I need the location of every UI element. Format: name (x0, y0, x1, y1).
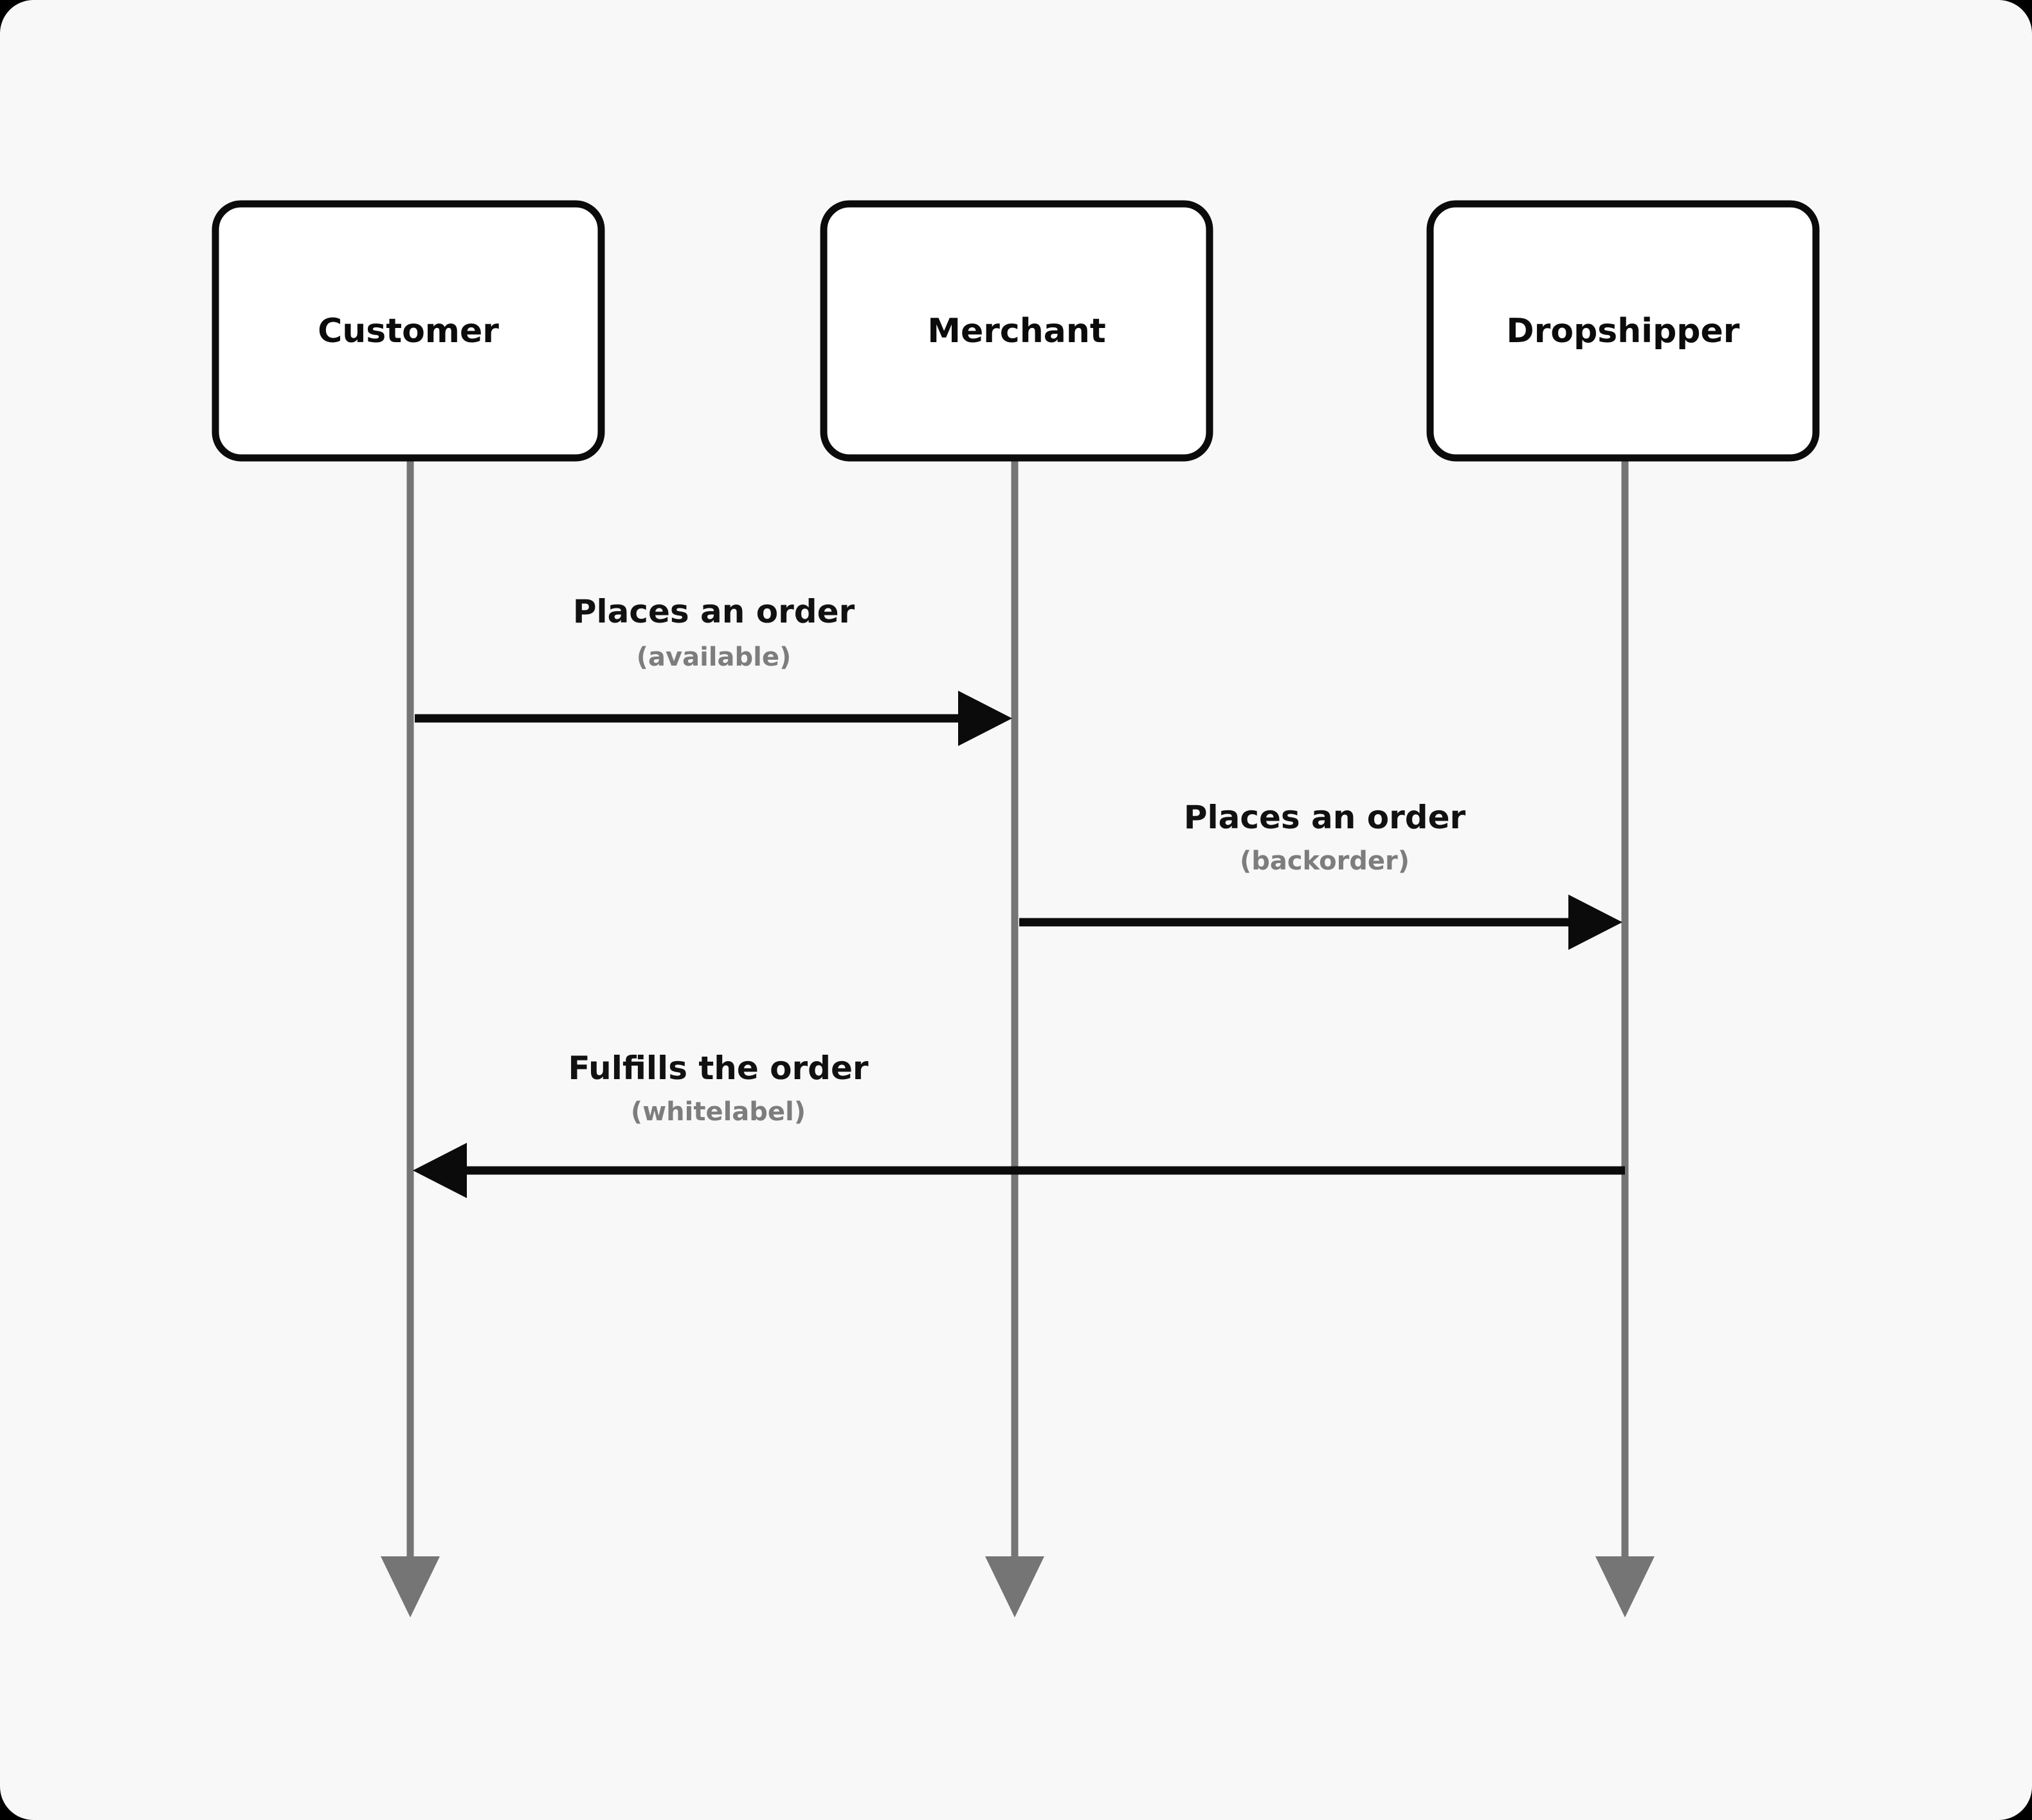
message-fulfills-order-whitelabel[interactable]: Fulfills the order (whitelabel) (413, 1050, 1625, 1198)
message-subtitle-available: (available) (637, 642, 792, 672)
lifeline-end-arrow-customer (381, 1556, 440, 1617)
actor-label-dropshipper: Dropshipper (1507, 312, 1740, 350)
message-places-order-backorder[interactable]: Places an order (backorder) (1019, 799, 1622, 950)
actor-box-merchant[interactable] (820, 200, 1213, 462)
message-label-places-order-backorder: Places an order (1184, 799, 1466, 836)
lifeline-end-arrow-dropshipper (1595, 1556, 1655, 1617)
message-subtitle-whitelabel: (whitelabel) (631, 1097, 806, 1127)
message-label-fulfills-order: Fulfills the order (568, 1050, 868, 1087)
actor-box-customer[interactable] (212, 200, 605, 462)
lifeline-group-merchant (985, 458, 1044, 1617)
actor-label-merchant: Merchant (927, 312, 1105, 350)
lifeline-end-arrow-merchant (985, 1556, 1044, 1617)
message-subtitle-backorder: (backorder) (1240, 846, 1410, 876)
message-arrowhead-right-2 (1568, 895, 1622, 950)
message-arrowhead-left-3 (413, 1143, 467, 1198)
message-arrowhead-right-1 (958, 691, 1012, 746)
actor-box-dropshipper[interactable] (1426, 200, 1820, 462)
message-label-places-order-available: Places an order (573, 593, 855, 630)
actor-label-customer: Customer (318, 312, 499, 350)
actor-dropshipper[interactable]: Dropshipper (1426, 200, 1820, 462)
lifeline-group-customer (381, 458, 440, 1617)
lifeline-group-dropshipper (1595, 458, 1655, 1617)
actor-merchant[interactable]: Merchant (820, 200, 1213, 462)
actor-customer[interactable]: Customer (212, 200, 605, 462)
message-places-order-available[interactable]: Places an order (available) (415, 593, 1012, 746)
